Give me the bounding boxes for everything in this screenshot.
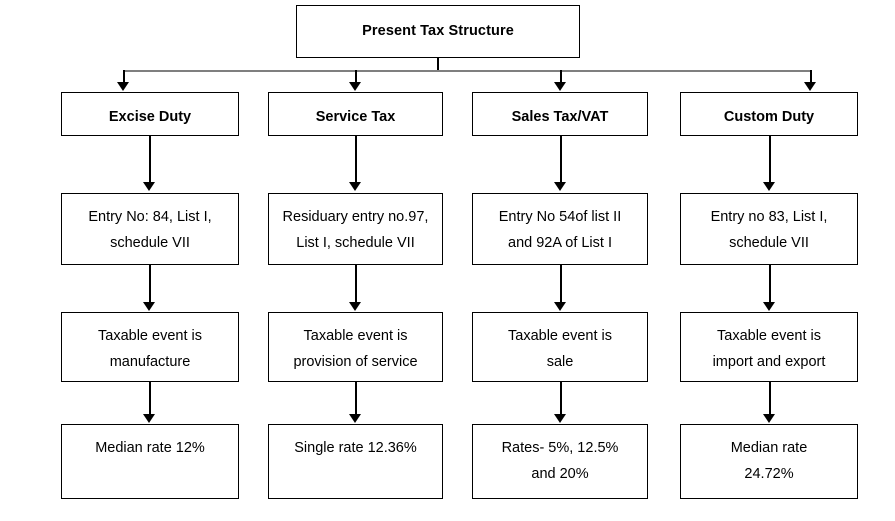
connector-col4-head-to-entry (769, 136, 771, 183)
event-box-custom-duty: Taxable event is import and export (680, 312, 858, 382)
event-box-excise-duty: Taxable event is manufacture (61, 312, 239, 382)
arrow-col2-event (349, 302, 361, 311)
event-box-text: Taxable event is import and export (712, 328, 826, 370)
title-box: Present Tax Structure (296, 5, 580, 58)
arrow-col3-entry (554, 182, 566, 191)
event-box-service-tax: Taxable event is provision of service (268, 312, 443, 382)
rate-box-text: Median rate 12% (95, 440, 205, 456)
arrow-col2-head (349, 82, 361, 91)
head-box-sales-tax-vat: Sales Tax/VAT (472, 92, 648, 136)
connector-col4-bus-to-head (810, 70, 812, 83)
connector-col1-entry-to-event (149, 265, 151, 303)
event-box-text: Taxable event is provision of service (293, 328, 418, 370)
arrow-col2-entry (349, 182, 361, 191)
head-box-excise-duty: Excise Duty (61, 92, 239, 136)
arrow-col1-rate (143, 414, 155, 423)
head-box-label: Service Tax (315, 109, 396, 125)
head-box-label: Excise Duty (108, 109, 192, 125)
title-box-label: Present Tax Structure (362, 23, 514, 39)
entry-box-text: Entry No 54of list II and 92A of List I (498, 209, 622, 251)
connector-col4-event-to-rate (769, 382, 771, 415)
connector-col2-event-to-rate (355, 382, 357, 415)
connector-col1-head-to-entry (149, 136, 151, 183)
rate-box-text: Rates- 5%, 12.5% and 20% (501, 440, 619, 482)
entry-box-text: Entry No: 84, List I, schedule VII (88, 209, 212, 251)
entry-box-text: Entry no 83, List I, schedule VII (710, 209, 828, 251)
entry-box-service-tax: Residuary entry no.97, List I, schedule … (268, 193, 443, 265)
connector-col3-entry-to-event (560, 265, 562, 303)
connector-col2-head-to-entry (355, 136, 357, 183)
arrow-col1-entry (143, 182, 155, 191)
connector-col4-entry-to-event (769, 265, 771, 303)
connector-col2-bus-to-head (355, 70, 357, 83)
arrow-col4-event (763, 302, 775, 311)
arrow-col4-head (804, 82, 816, 91)
entry-box-text: Residuary entry no.97, List I, schedule … (282, 209, 429, 251)
arrow-col1-event (143, 302, 155, 311)
arrow-col4-entry (763, 182, 775, 191)
event-box-text: Taxable event is sale (508, 328, 612, 370)
connector-col2-entry-to-event (355, 265, 357, 303)
head-box-label: Custom Duty (723, 109, 815, 125)
entry-box-excise-duty: Entry No: 84, List I, schedule VII (61, 193, 239, 265)
entry-box-custom-duty: Entry no 83, List I, schedule VII (680, 193, 858, 265)
event-box-sales-tax-vat: Taxable event is sale (472, 312, 648, 382)
connector-col1-bus-to-head (123, 70, 125, 83)
rate-box-excise-duty: Median rate 12% (61, 424, 239, 499)
arrow-col3-rate (554, 414, 566, 423)
rate-box-service-tax: Single rate 12.36% (268, 424, 443, 499)
arrow-col3-head (554, 82, 566, 91)
rate-box-text: Single rate 12.36% (294, 440, 417, 456)
head-box-label: Sales Tax/VAT (511, 109, 609, 125)
entry-box-sales-tax-vat: Entry No 54of list II and 92A of List I (472, 193, 648, 265)
connector-col1-event-to-rate (149, 382, 151, 415)
distribution-bus-line (123, 70, 811, 72)
rate-box-sales-tax-vat: Rates- 5%, 12.5% and 20% (472, 424, 648, 499)
arrow-col2-rate (349, 414, 361, 423)
rate-box-custom-duty: Median rate 24.72% (680, 424, 858, 499)
connector-col3-event-to-rate (560, 382, 562, 415)
event-box-text: Taxable event is manufacture (98, 328, 202, 370)
connector-col3-bus-to-head (560, 70, 562, 83)
head-box-custom-duty: Custom Duty (680, 92, 858, 136)
rate-box-text: Median rate 24.72% (730, 440, 808, 482)
arrow-col4-rate (763, 414, 775, 423)
arrow-col1-head (117, 82, 129, 91)
connector-col3-head-to-entry (560, 136, 562, 183)
title-trunk-line (437, 58, 439, 71)
head-box-service-tax: Service Tax (268, 92, 443, 136)
arrow-col3-event (554, 302, 566, 311)
